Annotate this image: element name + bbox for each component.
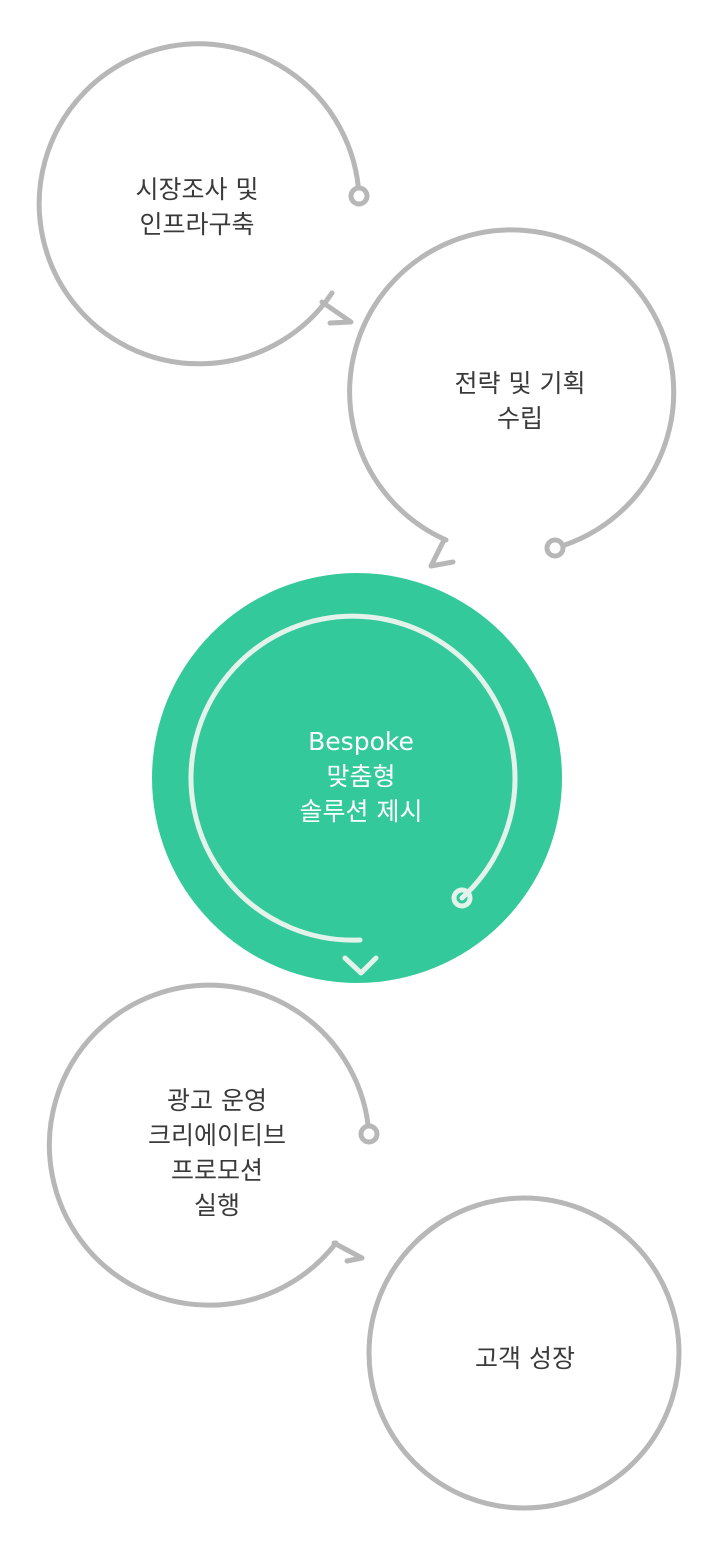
step-2-line: 수립 (496, 404, 543, 433)
step-5-line: 고객 성장 (475, 1344, 575, 1373)
step-3-inner-arc (188, 613, 518, 943)
step-2-ring (347, 227, 677, 569)
step-4-line: 광고 운영 (167, 1086, 267, 1115)
step-3-line: Bespoke (308, 727, 414, 756)
step-4-line: 크리에이티브 (147, 1121, 286, 1150)
step-4-ring (46, 982, 380, 1308)
step-2-arc (347, 227, 677, 551)
step-1-start-dot (348, 185, 370, 207)
step-2-label: 전략 및 기획 수립 (405, 366, 635, 436)
step-1-ring (36, 41, 370, 367)
step-4-start-dot (358, 1123, 380, 1145)
step-2-line: 전략 및 기획 (454, 369, 586, 398)
step-1-label: 시장조사 및 인프라구축 (82, 172, 312, 242)
step-4-label: 광고 운영 크리에이티브 프로모션 실행 (102, 1083, 332, 1223)
step-1-line: 시장조사 및 (135, 175, 259, 204)
step-4-line: 실행 (193, 1191, 240, 1220)
step-2-arrowhead-icon (428, 537, 456, 569)
step-3-start-dot (451, 887, 473, 909)
step-3-line: 맞춤형 (326, 762, 396, 791)
step-4-line: 프로모션 (170, 1156, 263, 1185)
step-4-arrowhead-icon (331, 1240, 365, 1264)
step-3-label: Bespoke 맞춤형 솔루션 제시 (246, 724, 476, 829)
step-3-arrowhead-icon (342, 955, 379, 976)
step-5-circle (366, 1195, 682, 1511)
step-1-arrowhead-icon (319, 299, 354, 326)
step-3-filled-circle (152, 573, 562, 983)
step-1-arc (36, 41, 362, 367)
step-4-arc (46, 982, 372, 1308)
step-2-start-dot (544, 537, 566, 559)
step-1-line: 인프라구축 (139, 210, 255, 239)
step-5-ring (366, 1195, 682, 1511)
step-3-line: 솔루션 제시 (299, 797, 423, 826)
step-3-highlight (152, 573, 562, 983)
step-5-label: 고객 성장 (410, 1341, 640, 1376)
